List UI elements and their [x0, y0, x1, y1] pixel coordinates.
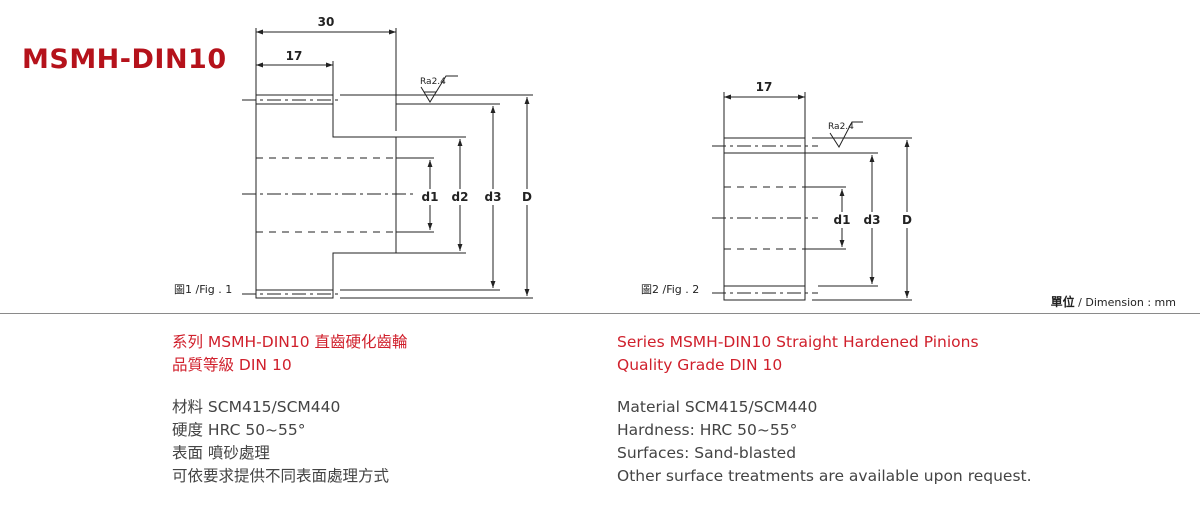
zh-spec-block: 系列 MSMH-DIN10 直齒硬化齒輪 品質等級 DIN 10 材料 SCM4… [172, 331, 408, 488]
fig1-roughness-label: Ra2.4 [420, 77, 446, 87]
en-grade: Quality Grade DIN 10 [617, 356, 783, 374]
zh-material: 材料 SCM415/SCM440 [172, 398, 341, 416]
fig1-roughness-symbol [420, 75, 458, 103]
en-series: Series MSMH-DIN10 Straight Hardened Pini… [617, 333, 979, 351]
fig2-caption: 圖2 /Fig . 2 [641, 283, 699, 296]
section-divider [0, 313, 1200, 314]
fig1-centerlines [242, 99, 415, 295]
fig2-dim-17-label: 17 [756, 80, 773, 94]
fig2-part-outline [723, 137, 806, 301]
zh-other: 可依要求提供不同表面處理方式 [172, 467, 390, 485]
en-material: Material SCM415/SCM440 [617, 398, 818, 416]
zh-hardness: 硬度 HRC 50~55° [172, 421, 306, 439]
fig1-dim-30-label: 30 [318, 15, 335, 29]
fig1-d1-label: d1 [422, 190, 439, 204]
fig2-centerlines [712, 145, 818, 294]
en-other: Other surface treatments are available u… [617, 467, 1032, 485]
fig1-dim-17-label: 17 [286, 49, 303, 63]
fig1-hidden-lines [256, 157, 396, 233]
en-hardness: Hardness: HRC 50~55° [617, 421, 798, 439]
technical-drawing: 30 17 Ra2.4 d1 d2 d3 D 圖1 /Fig . 1 17 Ra… [174, 15, 913, 301]
fig2-d3-label: d3 [864, 213, 881, 227]
en-spec-block: Series MSMH-DIN10 Straight Hardened Pini… [617, 331, 1032, 488]
fig2-D-label: D [902, 213, 912, 227]
fig1-d2-label: d2 [452, 190, 469, 204]
fig2-roughness-symbol [829, 121, 863, 148]
unit-en: / Dimension : mm [1074, 296, 1176, 309]
fig1-caption: 圖1 /Fig . 1 [174, 283, 232, 296]
zh-grade: 品質等級 DIN 10 [172, 356, 292, 374]
fig1-d3-label: d3 [485, 190, 502, 204]
en-surface: Surfaces: Sand-blasted [617, 444, 797, 462]
fig2-d1-label: d1 [834, 213, 851, 227]
fig1-part-outline [255, 94, 397, 299]
zh-series: 系列 MSMH-DIN10 直齒硬化齒輪 [172, 333, 408, 351]
fig2-roughness-label: Ra2.4 [828, 122, 854, 132]
fig2-hidden-lines [724, 186, 805, 250]
fig1-D-label: D [522, 190, 532, 204]
unit-zh: 單位 [1050, 295, 1075, 309]
product-title: MSMH-DIN10 [22, 44, 227, 75]
zh-surface: 表面 噴砂處理 [172, 444, 270, 462]
unit-note: 單位 / Dimension : mm [1051, 293, 1176, 310]
